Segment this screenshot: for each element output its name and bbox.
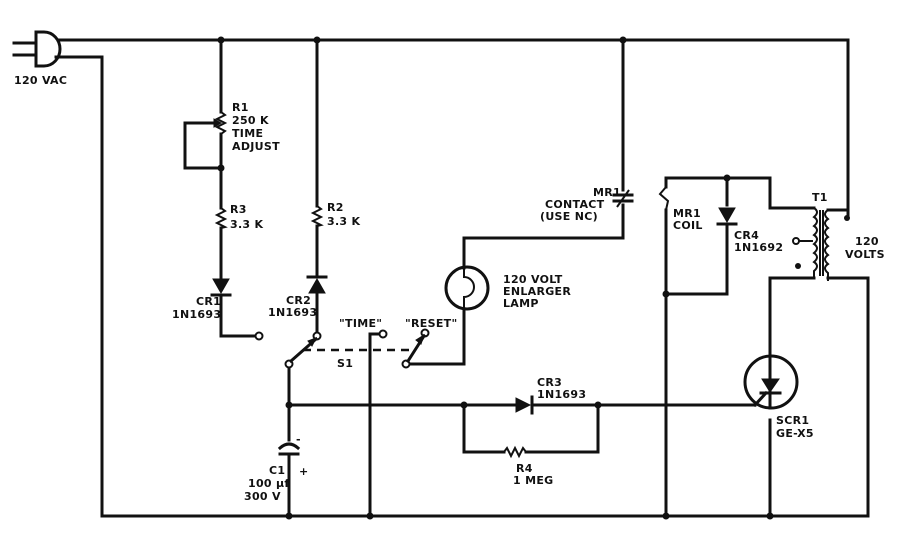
mr1-coil-ref: MR1	[673, 207, 701, 220]
lamp-label-2: ENLARGER	[503, 285, 571, 298]
cr2-ref: CR2	[286, 294, 311, 307]
ac-plug-icon	[12, 30, 62, 68]
s1-time-label: "TIME"	[339, 317, 382, 330]
cr4-ref: CR4	[734, 229, 759, 242]
mr1-coil-label: COIL	[673, 219, 703, 232]
cr4-part: 1N1692	[734, 241, 783, 254]
c1-plus: +	[299, 465, 309, 478]
c1-capacitor-icon	[277, 442, 301, 456]
lamp-label-3: LAMP	[503, 297, 539, 310]
c1-voltage: 300 V	[244, 490, 281, 503]
cr4-diode-icon	[716, 207, 738, 226]
mr1-coil-icon	[658, 186, 670, 211]
r2-resistor-icon	[310, 205, 324, 227]
c1-minus: -	[296, 433, 301, 446]
c1-value: 100 µf	[248, 477, 289, 490]
r2-value: 3.3 K	[327, 215, 361, 228]
scr1-thyristor-icon	[743, 354, 799, 410]
t1-ref: T1	[812, 191, 828, 204]
r3-value: 3.3 K	[230, 218, 264, 231]
r3-resistor-icon	[214, 207, 228, 229]
s1-switch-icon	[254, 328, 430, 369]
r4-value: 1 MEG	[513, 474, 553, 487]
r4-resistor-icon	[503, 445, 527, 459]
cr1-part: 1N1693	[172, 308, 221, 321]
t1-secondary-voltage: 120	[855, 235, 879, 248]
r1-potentiometer-icon	[213, 111, 228, 135]
cr1-diode-icon	[210, 278, 232, 297]
c1-ref: C1	[269, 464, 285, 477]
cr2-part: 1N1693	[268, 306, 317, 319]
wires	[54, 38, 870, 518]
r1-note-time: TIME	[232, 127, 263, 140]
t1-secondary-unit: VOLTS	[845, 248, 885, 261]
s1-ref: S1	[337, 357, 353, 370]
cr3-ref: CR3	[537, 376, 562, 389]
enlarger-lamp-icon	[444, 265, 490, 311]
plug-label: 120 VAC	[14, 74, 67, 87]
s1-reset-label: "RESET"	[405, 317, 458, 330]
scr1-ref: SCR1	[776, 414, 809, 427]
mr1-contact-ref: MR1	[593, 186, 621, 199]
cr2-diode-icon	[306, 275, 328, 294]
mr1-contact-icon	[612, 189, 634, 208]
r1-note-adjust: ADJUST	[232, 140, 280, 153]
r4-ref: R4	[516, 462, 533, 475]
cr1-ref: CR1	[196, 295, 221, 308]
lamp-label-1: 120 VOLT	[503, 273, 563, 286]
cr3-diode-icon	[515, 395, 534, 415]
junction-dots	[217, 36, 774, 520]
cr3-part: 1N1693	[537, 388, 586, 401]
r1-ref: R1	[232, 101, 249, 114]
r2-ref: R2	[327, 201, 344, 214]
t1-transformer-icon	[792, 207, 850, 281]
scr1-part: GE-X5	[776, 427, 814, 440]
r3-ref: R3	[230, 203, 247, 216]
mr1-contact-nc: (USE NC)	[540, 210, 598, 223]
mr1-contact-label: CONTACT	[545, 198, 605, 211]
r1-value: 250 K	[232, 114, 269, 127]
